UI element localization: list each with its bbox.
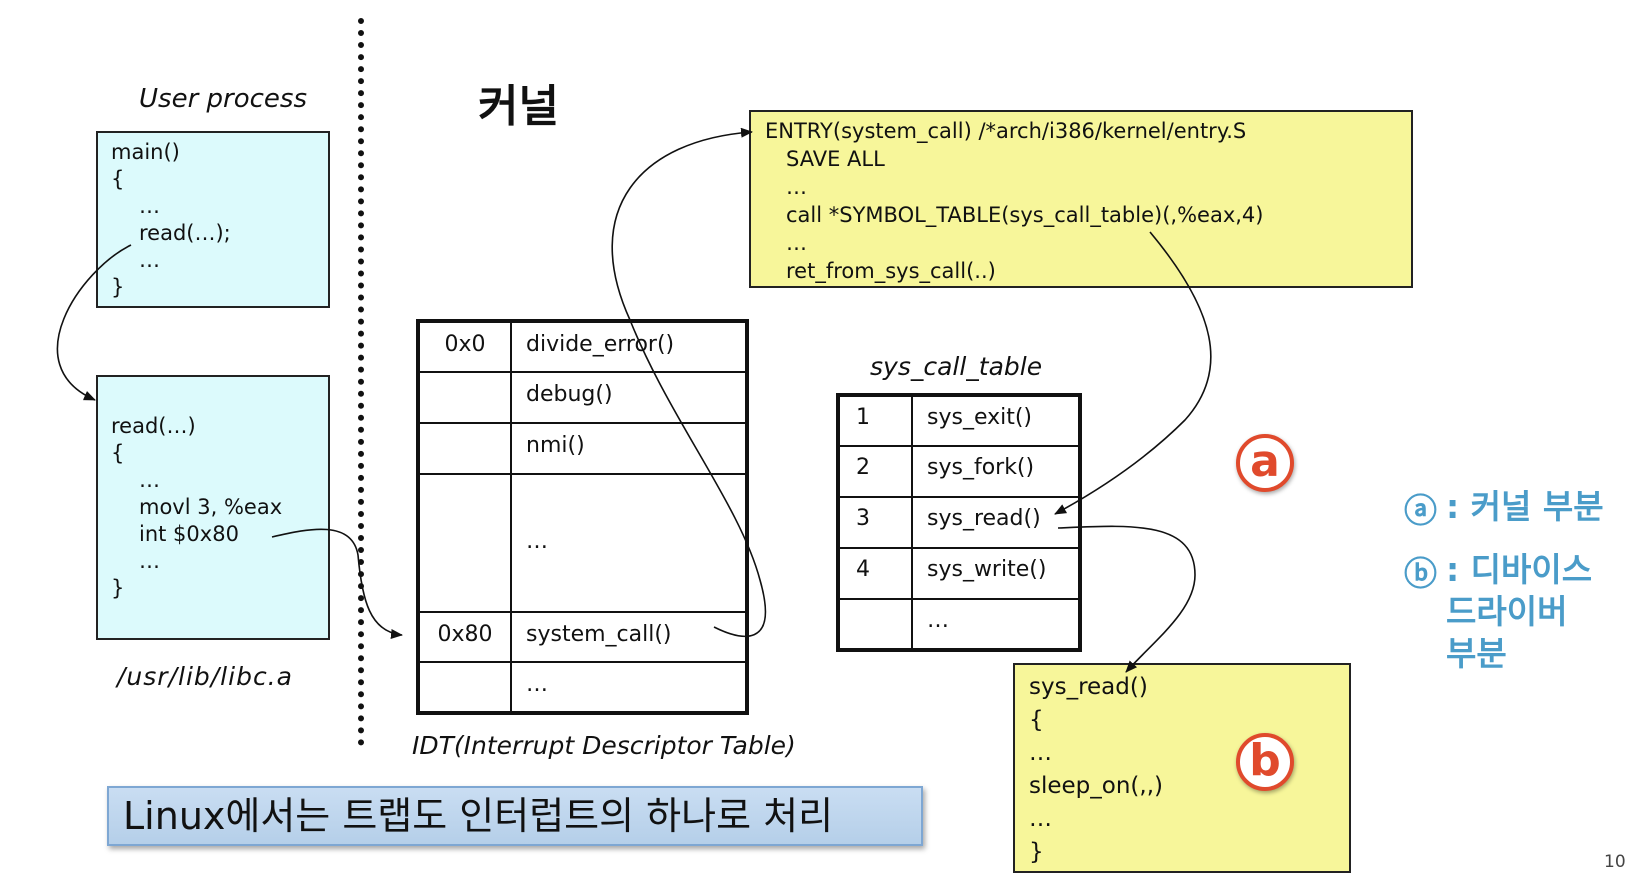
sys-call-name: sys_read(): [911, 496, 1081, 549]
sys-read-line-4: sleep_on(,,): [1029, 773, 1163, 799]
sys-call-table: 1 sys_exit() 2 sys_fork() 3 sys_read() 4…: [836, 393, 1082, 652]
entry-line-3: …: [786, 175, 807, 199]
page-number: 10: [1604, 852, 1626, 872]
idt-handler: debug(): [510, 371, 748, 424]
idt-caption: IDT(Interrupt Descriptor Table): [412, 731, 796, 760]
idt-row: 0x0 divide_error(): [417, 320, 748, 373]
main-line-4: read(…);: [139, 221, 231, 245]
user-process-caption: User process: [139, 84, 308, 114]
libc-line-3: …: [139, 468, 160, 492]
main-line-1: main(): [111, 140, 180, 164]
sys-call-name: …: [911, 598, 1081, 651]
entry-line-5: …: [786, 231, 807, 255]
sys-call-index: 3: [837, 496, 913, 549]
idt-row: …: [417, 473, 748, 613]
sys-call-row: 3 sys_read(): [837, 496, 1081, 549]
idt-index: [417, 371, 512, 424]
libc-line-5: int $0x80: [139, 522, 239, 546]
legend-a-text: : 커널 부분: [1446, 487, 1604, 526]
sys-call-index: 4: [837, 547, 913, 600]
sys-read-code-box: sys_read() { … sleep_on(,,) … }: [1013, 663, 1351, 873]
sys-read-line-2: {: [1029, 707, 1044, 733]
entry-code-box: ENTRY(system_call) /*arch/i386/kernel/en…: [749, 110, 1413, 288]
summary-banner: Linux에서는 트랩도 인터럽트의 하나로 처리: [107, 786, 923, 846]
sys-call-row: …: [837, 598, 1081, 651]
libc-line-6: …: [139, 549, 160, 573]
idt-row: debug(): [417, 371, 748, 424]
idt-index: [417, 473, 512, 613]
sys-read-line-6: }: [1029, 839, 1044, 865]
main-line-2: {: [111, 167, 125, 191]
sys-call-index: [837, 598, 913, 651]
idt-index: [417, 422, 512, 475]
libc-read-code-box: read(…) { … movl 3, %eax int $0x80 … }: [96, 375, 330, 640]
user-kernel-divider: [358, 18, 364, 746]
legend-a-symbol: ⓐ: [1404, 491, 1437, 530]
legend-b-text: : 디바이스 드라이버 부분: [1446, 550, 1593, 673]
idt-table: 0x0 divide_error() debug() nmi() … 0x80 …: [416, 319, 749, 715]
idt-handler: divide_error(): [510, 320, 748, 373]
sys-call-row: 2 sys_fork(): [837, 445, 1081, 498]
idt-index: 0x0: [417, 320, 512, 373]
sys-call-index: 1: [837, 394, 913, 447]
main-line-5: …: [139, 248, 160, 272]
idt-handler: …: [510, 661, 748, 714]
libc-caption: /usr/lib/libc.a: [117, 662, 293, 691]
entry-line-1: ENTRY(system_call) /*arch/i386/kernel/en…: [765, 119, 1247, 143]
sys-call-name: sys_write(): [911, 547, 1081, 600]
idt-row: 0x80 system_call(): [417, 611, 748, 663]
kernel-title: 커널: [478, 81, 559, 132]
sys-call-row: 4 sys_write(): [837, 547, 1081, 600]
libc-line-7: }: [111, 576, 125, 600]
sys-call-row: 1 sys_exit(): [837, 394, 1081, 447]
libc-line-4: movl 3, %eax: [139, 495, 283, 519]
main-code-box: main() { … read(…); … }: [96, 131, 330, 308]
sys-call-index: 2: [837, 445, 913, 498]
sys-call-name: sys_fork(): [911, 445, 1081, 498]
main-line-3: …: [139, 194, 160, 218]
sys-read-line-3: …: [1029, 740, 1052, 766]
idt-index: [417, 661, 512, 714]
marker-b: b: [1236, 733, 1294, 791]
entry-line-6: ret_from_sys_call(..): [786, 259, 996, 283]
idt-handler: …: [510, 473, 748, 613]
libc-line-1: read(…): [111, 414, 196, 438]
idt-row: …: [417, 661, 748, 714]
sys-read-line-5: …: [1029, 806, 1052, 832]
idt-handler: nmi(): [510, 422, 748, 475]
main-line-6: }: [111, 275, 125, 299]
idt-index: 0x80: [417, 611, 512, 663]
sys-call-table-caption: sys_call_table: [870, 352, 1043, 381]
entry-line-4: call *SYMBOL_TABLE(sys_call_table)(,%eax…: [786, 203, 1264, 227]
legend-b-symbol: ⓑ: [1404, 554, 1437, 593]
marker-a: a: [1236, 434, 1294, 492]
idt-row: nmi(): [417, 422, 748, 475]
entry-line-2: SAVE ALL: [786, 147, 885, 171]
sys-call-name: sys_exit(): [911, 394, 1081, 447]
sys-read-line-1: sys_read(): [1029, 674, 1148, 700]
libc-line-2: {: [111, 441, 125, 465]
idt-handler: system_call(): [510, 611, 748, 663]
